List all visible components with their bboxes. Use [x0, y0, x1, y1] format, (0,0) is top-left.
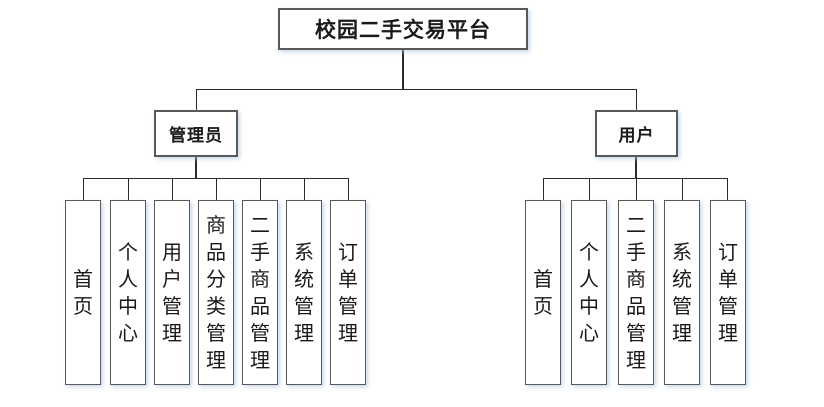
user-child-secondhand-product-management: 二手商品管理: [618, 200, 654, 385]
connector-admin-child-drop: [83, 178, 84, 200]
node-root-label: 校园二手交易平台: [315, 19, 491, 42]
admin-child-personal-center: 个人中心: [110, 200, 146, 385]
connector-user-child-drop: [682, 178, 683, 200]
connector-user-child-drop: [727, 178, 728, 200]
connector-admin-drop: [195, 157, 197, 178]
user-child-system-management: 系统管理: [664, 200, 700, 385]
node-admin: 管理员: [154, 110, 238, 157]
connector-top-bus: [196, 89, 637, 90]
user-child-order-management: 订单管理: [710, 200, 746, 385]
user-child-personal-center: 个人中心: [571, 200, 607, 385]
connector-admin-child-drop: [172, 178, 173, 200]
admin-child-order-management: 订单管理: [330, 200, 366, 385]
node-root: 校园二手交易平台: [278, 8, 528, 50]
node-admin-label: 管理员: [169, 126, 223, 145]
admin-child-product-category-management: 商品分类管理: [198, 200, 234, 385]
node-user-label: 用户: [618, 126, 655, 145]
admin-child-user-management: 用户管理: [154, 200, 190, 385]
connector-admin-child-drop: [304, 178, 305, 200]
connector-user-drop: [635, 157, 637, 178]
connector-admin-child-drop: [348, 178, 349, 200]
admin-child-home: 首页: [65, 200, 101, 385]
user-child-home: 首页: [525, 200, 561, 385]
connector-admin-in: [196, 89, 197, 110]
connector-user-child-drop: [543, 178, 544, 200]
admin-child-system-management: 系统管理: [286, 200, 322, 385]
connector-admin-child-drop: [260, 178, 261, 200]
connector-user-child-drop: [636, 178, 637, 200]
admin-child-secondhand-product-management: 二手商品管理: [242, 200, 278, 385]
node-user: 用户: [595, 110, 678, 157]
connector-admin-child-drop: [128, 178, 129, 200]
connector-user-in: [636, 89, 637, 110]
connector-root-drop: [402, 50, 404, 89]
connector-user-bus: [543, 178, 728, 179]
connector-user-child-drop: [589, 178, 590, 200]
connector-admin-child-drop: [216, 178, 217, 200]
